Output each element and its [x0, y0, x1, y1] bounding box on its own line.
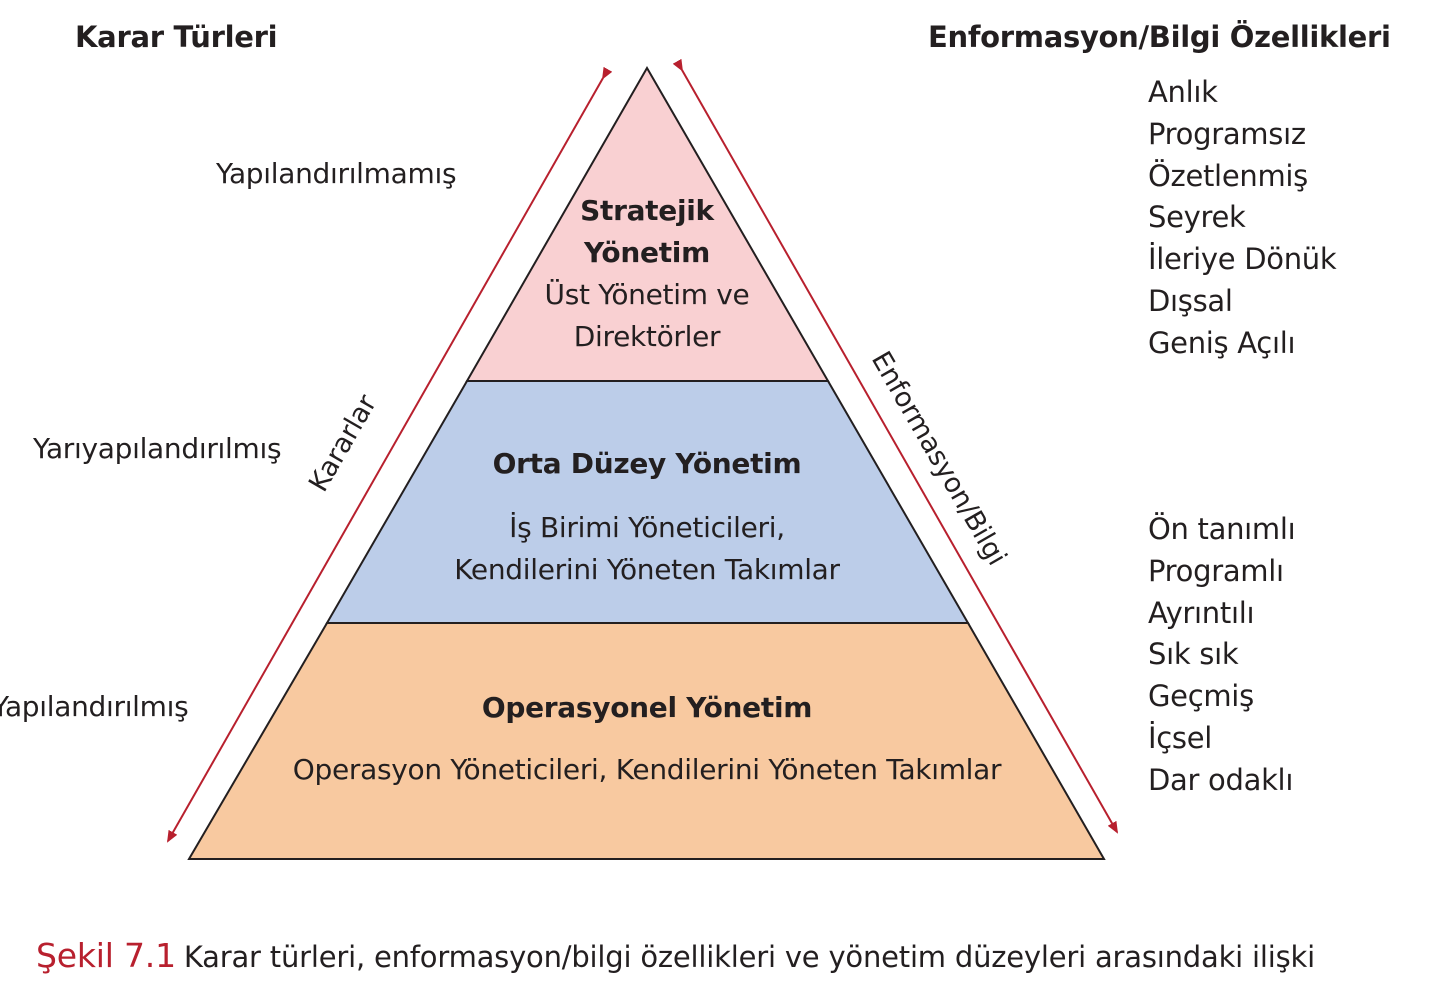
operational-level-title: Operasyonel Yönetim	[481, 691, 813, 724]
middle-level-desc-line1: İş Birimi Yöneticileri,	[509, 511, 785, 544]
figure-number: Şekil 7.1	[36, 936, 176, 975]
info-item: İleriye Dönük	[1148, 242, 1337, 277]
middle-level-title: Orta Düzey Yönetim	[492, 447, 802, 480]
decision-type-structured: Yapılandırılmış	[0, 690, 189, 723]
middle-level-text: Orta Düzey Yönetim İş Birimi Yöneticiler…	[454, 443, 840, 591]
operational-level-desc: Operasyon Yöneticileri, Kendilerini Yöne…	[292, 753, 1002, 786]
info-item: Özetlenmiş	[1148, 158, 1308, 193]
info-item: Programlı	[1148, 553, 1284, 588]
info-item: Ön tanımlı	[1148, 512, 1296, 546]
figure-caption-text: Karar türleri, enformasyon/bilgi özellik…	[183, 940, 1315, 974]
strategic-level-desc-line1: Üst Yönetim ve	[544, 278, 750, 311]
info-characteristics-header: Enformasyon/Bilgi Özellikleri	[928, 20, 1391, 54]
strategic-level-text: Stratejik Yönetim Üst Yönetim ve Direktö…	[545, 190, 750, 358]
decision-types-header: Karar Türleri	[75, 20, 278, 54]
strategic-level-desc-line2: Direktörler	[573, 320, 721, 353]
info-item: Ayrıntılı	[1148, 595, 1255, 630]
info-item: İçsel	[1148, 720, 1213, 755]
info-item: Dar odaklı	[1148, 762, 1294, 797]
strategic-level-title-line2: Yönetim	[584, 236, 710, 269]
information-arrow	[672, 58, 1118, 834]
info-characteristics-top-list: Anlık Programsız Özetlenmiş Seyrek İleri…	[1148, 72, 1337, 365]
info-item: Geçmiş	[1148, 679, 1254, 714]
info-item: Geniş Açılı	[1148, 325, 1296, 360]
strategic-level-title-line1: Stratejik	[580, 194, 714, 227]
info-characteristics-bottom-list: Ön tanımlı Programlı Ayrıntılı Sık sık G…	[1148, 509, 1296, 802]
info-item: Dışsal	[1148, 283, 1233, 318]
info-item: Seyrek	[1148, 200, 1246, 235]
info-item: Anlık	[1148, 75, 1218, 109]
info-item: Sık sık	[1148, 637, 1239, 672]
operational-level-text: Operasyonel Yönetim Operasyon Yöneticile…	[292, 687, 1002, 791]
middle-level-desc-line2: Kendilerini Yöneten Takımlar	[454, 553, 840, 586]
decisions-arrow	[167, 66, 613, 843]
info-item: Programsız	[1148, 116, 1306, 151]
